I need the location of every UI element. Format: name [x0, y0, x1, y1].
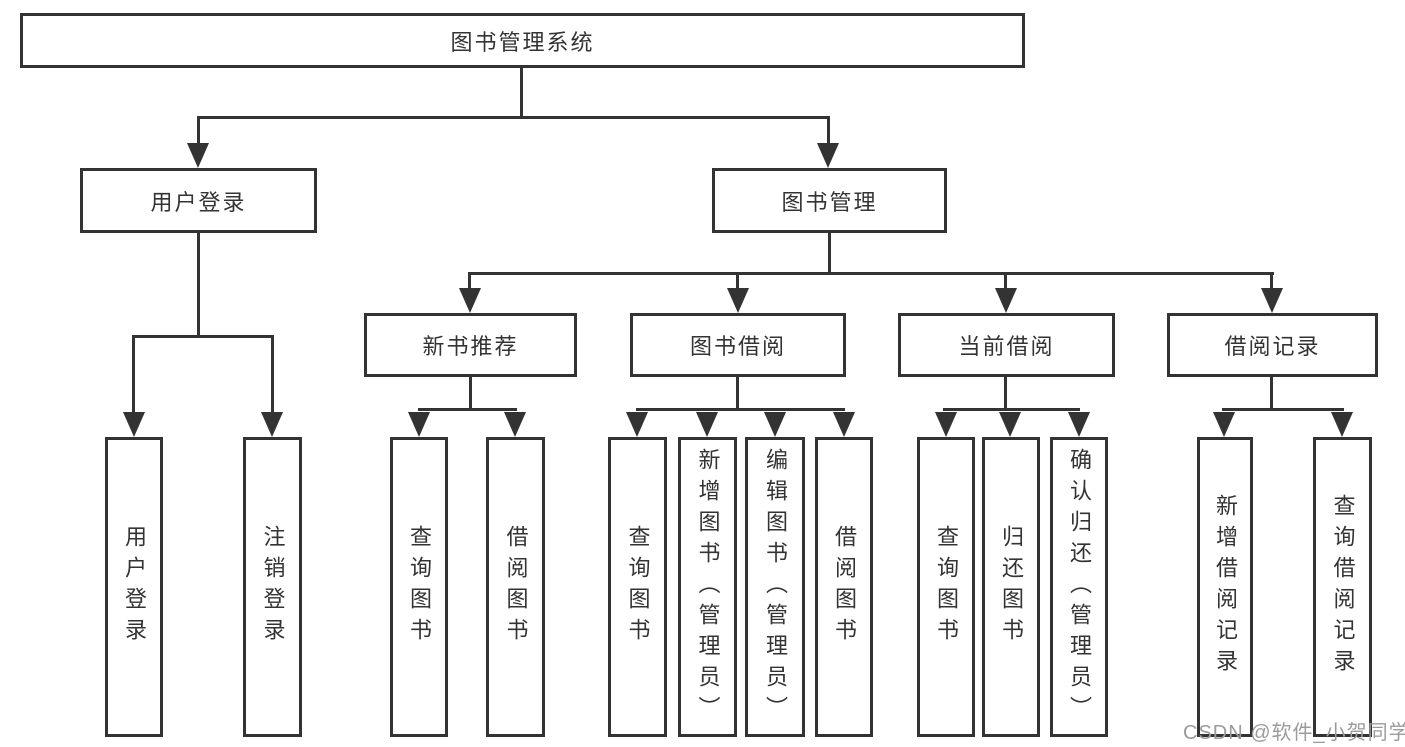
leaf-query-book-borrow: 查询图书 [608, 437, 667, 737]
watermark: CSDN @软件_小贺同学 [1183, 722, 1405, 744]
arrow-down-leaf-query-book-borrow-icon [626, 412, 648, 437]
arrow-down-borrow-record-icon [1261, 288, 1283, 313]
connector-drop-current-borrow [1004, 272, 1007, 289]
node-user-login-label: 用户登录 [150, 189, 247, 215]
leaf-edit-book-admin-label: 编辑图书（管理员） [763, 447, 788, 727]
leaf-borrow-book-recommend-label: 借阅图书 [503, 525, 529, 649]
connector-user-login-split [132, 335, 274, 338]
arrow-down-leaf-add-book-admin-icon [696, 412, 718, 437]
arrow-down-leaf-return-book-icon [999, 412, 1021, 437]
leaf-query-book-recommend-label: 查询图书 [407, 525, 432, 649]
connector-book-management-trunk [828, 233, 831, 274]
connector-drop-book-borrow [736, 272, 739, 289]
leaf-confirm-return-admin-label: 确认归还（管理员） [1067, 447, 1092, 727]
arrow-down-leaf-confirm-return-admin-icon [1068, 412, 1090, 437]
arrow-down-leaf-borrow-book-recommend-icon [504, 412, 526, 437]
connector-borrow-record-trunk [1270, 377, 1273, 410]
node-current-borrow-label: 当前借阅 [958, 334, 1055, 359]
connector-drop-user-login [197, 116, 200, 144]
arrow-down-new-book-recommend-icon [459, 288, 481, 313]
node-book-borrow-label: 图书借阅 [689, 334, 786, 359]
node-current-borrow: 当前借阅 [898, 313, 1115, 377]
connector-drop-new-book-recommend [468, 272, 471, 289]
leaf-edit-book-admin: 编辑图书（管理员） [745, 437, 805, 737]
arrow-down-book-borrow-icon [727, 288, 749, 313]
node-borrow-record-label: 借阅记录 [1224, 334, 1321, 359]
arrow-down-leaf-borrow-book-icon [833, 412, 855, 437]
node-book-borrow: 图书借阅 [630, 313, 846, 377]
leaf-user-login-label: 用户登录 [122, 525, 147, 649]
arrow-down-leaf-logout-icon [261, 412, 283, 437]
node-new-book-recommend: 新书推荐 [364, 313, 577, 377]
leaf-add-book-admin: 新增图书（管理员） [678, 437, 737, 737]
connector-level2-split [197, 116, 830, 119]
node-book-management: 图书管理 [712, 168, 947, 233]
connector-drop-leaf-logout [271, 335, 274, 412]
connector-book-borrow-split [636, 408, 845, 411]
arrow-down-user-login-icon [187, 143, 209, 168]
leaf-query-book-current: 查询图书 [917, 437, 975, 737]
connector-current-borrow-split [943, 408, 1080, 411]
connector-borrow-record-split [1222, 408, 1344, 411]
leaf-borrow-book-label: 借阅图书 [832, 525, 857, 649]
leaf-query-borrow-record-label: 查询借阅记录 [1330, 494, 1356, 680]
connector-drop-borrow-record [1270, 272, 1273, 289]
connector-root-trunk [520, 68, 523, 117]
arrow-down-current-borrow-icon [995, 288, 1017, 313]
leaf-confirm-return-admin: 确认归还（管理员） [1050, 437, 1108, 737]
arrow-down-leaf-edit-book-admin-icon [764, 412, 786, 437]
connector-new-book-recommend-split [418, 408, 517, 411]
arrow-down-leaf-query-borrow-record-icon [1331, 412, 1353, 437]
connector-drop-book-management [827, 116, 830, 144]
leaf-logout: 注销登录 [243, 437, 302, 737]
leaf-add-borrow-record: 新增借阅记录 [1197, 437, 1253, 737]
leaf-query-book-borrow-label: 查询图书 [625, 525, 651, 649]
node-root-label: 图书管理系统 [450, 29, 595, 55]
node-book-management-label: 图书管理 [781, 189, 878, 215]
leaf-borrow-book-recommend: 借阅图书 [486, 437, 545, 737]
connector-drop-leaf-user-login [132, 335, 135, 412]
connector-level3-split [468, 272, 1274, 275]
arrow-down-leaf-query-book-recommend-icon [408, 412, 430, 437]
arrow-down-leaf-user-login-icon [123, 412, 145, 437]
leaf-add-book-admin-label: 新增图书（管理员） [695, 447, 721, 727]
node-root: 图书管理系统 [20, 13, 1025, 68]
leaf-query-book-recommend: 查询图书 [390, 437, 448, 737]
arrow-down-leaf-query-book-current-icon [935, 412, 957, 437]
leaf-borrow-book: 借阅图书 [815, 437, 873, 737]
arrow-down-leaf-add-borrow-record-icon [1213, 412, 1235, 437]
leaf-return-book-label: 归还图书 [999, 525, 1024, 649]
node-user-login: 用户登录 [80, 168, 317, 233]
leaf-return-book: 归还图书 [982, 437, 1040, 737]
arrow-down-book-management-icon [817, 143, 839, 168]
connector-current-borrow-trunk [1004, 377, 1007, 410]
connector-new-book-recommend-trunk [469, 377, 472, 410]
node-borrow-record: 借阅记录 [1167, 313, 1378, 377]
leaf-add-borrow-record-label: 新增借阅记录 [1213, 494, 1238, 680]
leaf-query-book-current-label: 查询图书 [934, 525, 959, 649]
leaf-query-borrow-record: 查询借阅记录 [1313, 437, 1372, 737]
leaf-user-login: 用户登录 [105, 437, 163, 737]
node-new-book-recommend-label: 新书推荐 [422, 334, 519, 359]
connector-user-login-trunk [197, 233, 200, 337]
leaf-logout-label: 注销登录 [260, 525, 286, 649]
connector-book-borrow-trunk [736, 377, 739, 410]
